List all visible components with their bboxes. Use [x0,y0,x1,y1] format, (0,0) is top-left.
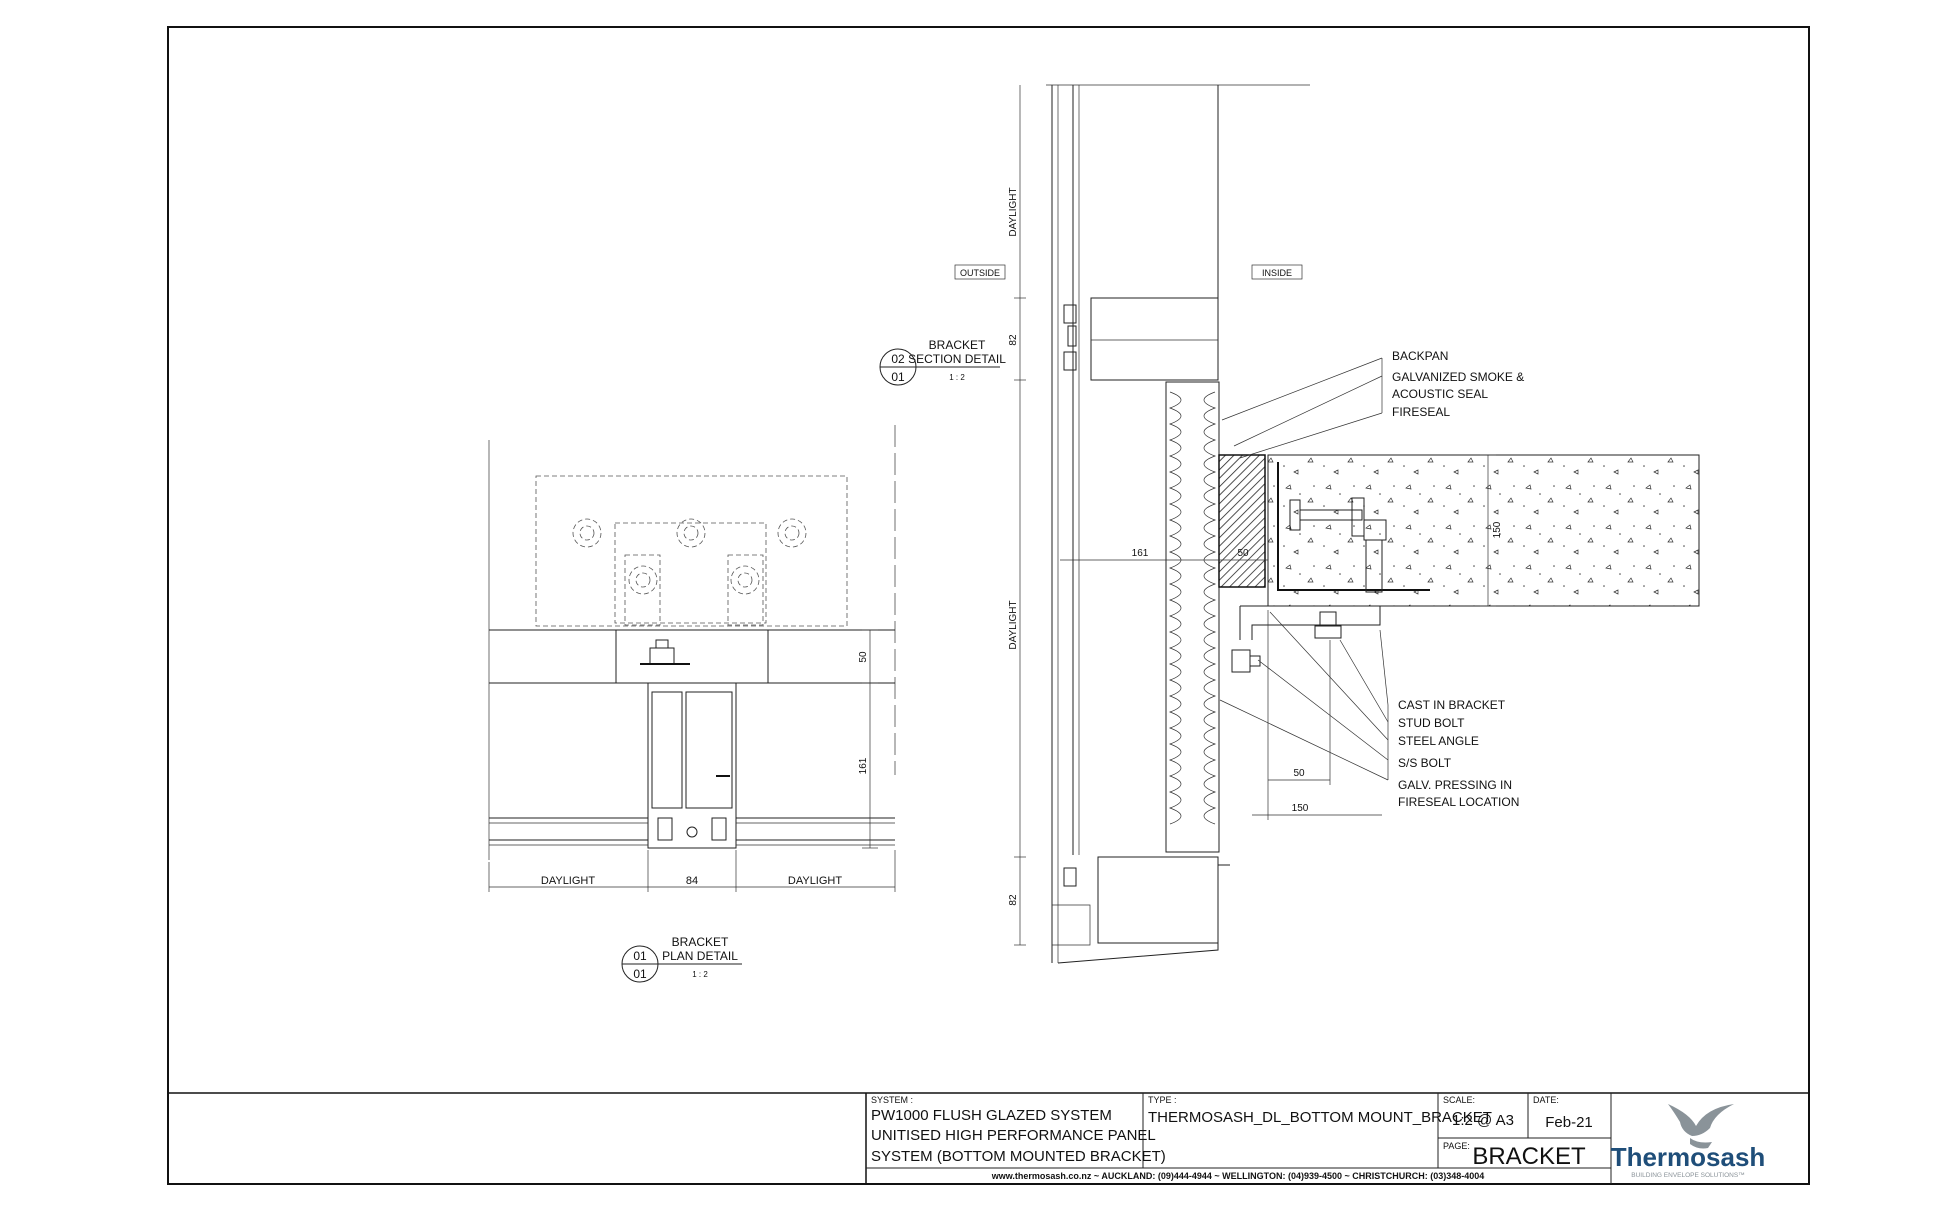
section-dim-82-top: 82 [1008,334,1019,346]
page-value: BRACKET [1472,1143,1586,1170]
section-dim-50b: 50 [1293,768,1305,779]
insulation [1168,391,1217,825]
scale-value: 1:2 @ A3 [1452,1112,1514,1129]
plan-detail: DAYLIGHT 84 DAYLIGHT 50 161 [488,425,896,892]
bird-logo-icon [1668,1104,1734,1149]
plan-scale: 1 : 2 [692,970,708,979]
section-dim-161: 161 [1132,548,1149,559]
plan-title-line1: BRACKET [672,935,729,949]
logo-name: Thermosash [1611,1142,1766,1172]
plan-dim-84: 84 [686,875,698,887]
section-dim-82-bot: 82 [1008,894,1019,906]
sheet-border [167,26,1810,1185]
outside-label: OUTSIDE [960,268,1000,278]
footer-contacts: www.thermosash.co.nz ~ AUCKLAND: (09)444… [991,1171,1485,1181]
system-line2: UNITISED HIGH PERFORMANCE PANEL [871,1127,1156,1144]
callout-cast-in: CAST IN BRACKET [1398,698,1506,712]
section-dim-daylight-top: DAYLIGHT [1008,187,1019,236]
section-ref-bottom: 01 [891,370,905,384]
plan-dim-daylight-left: DAYLIGHT [541,875,595,887]
type-label: TYPE : [1148,1095,1177,1105]
date-label: DATE: [1533,1095,1559,1105]
plan-dim-50: 50 [858,651,869,663]
type-value: THERMOSASH_DL_BOTTOM MOUNT_BRACKET [1148,1109,1492,1126]
plan-ref-top: 01 [633,949,647,963]
plan-dim-161: 161 [858,757,869,774]
plan-dim-daylight-right: DAYLIGHT [788,875,842,887]
section-title-line2: SECTION DETAIL [908,352,1006,366]
callout-galv-line2: FIRESEAL LOCATION [1398,795,1519,809]
callout-smoke-line2: ACOUSTIC SEAL [1392,387,1488,401]
section-scale: 1 : 2 [949,373,965,382]
plan-detail-title: 01 01 BRACKET PLAN DETAIL 1 : 2 [621,935,742,983]
concrete-slab [1267,454,1700,607]
system-line1: PW1000 FLUSH GLAZED SYSTEM [871,1107,1112,1124]
plan-title-line2: PLAN DETAIL [662,949,738,963]
logo-tagline: BUILDING ENVELOPE SOLUTIONS™ [1631,1172,1744,1179]
callout-ss-bolt: S/S BOLT [1398,756,1452,770]
inside-label: INSIDE [1262,268,1292,278]
callout-galv-line1: GALV. PRESSING IN [1398,778,1512,792]
system-line3: SYSTEM (BOTTOM MOUNTED BRACKET) [871,1148,1166,1165]
section-title-line1: BRACKET [929,338,986,352]
plan-ref-bottom: 01 [633,967,647,981]
callout-steel-angle: STEEL ANGLE [1398,734,1479,748]
callout-backpan: BACKPAN [1392,349,1448,363]
page-label: PAGE: [1443,1141,1470,1151]
section-detail: DAYLIGHT 82 DAYLIGHT 82 161 50 150 50 15… [954,84,1700,964]
section-dim-150-slab: 150 [1492,521,1503,538]
system-label: SYSTEM : [871,1095,913,1105]
title-block: SYSTEM : PW1000 FLUSH GLAZED SYSTEM UNIT… [168,1092,1809,1184]
section-dim-150b: 150 [1292,803,1309,814]
section-detail-title: 02 01 BRACKET SECTION DETAIL 1 : 2 [879,338,1006,386]
fireseal-block [1218,454,1266,588]
section-dim-50a: 50 [1237,548,1249,559]
callout-leaders [1219,357,1389,781]
callout-stud-bolt: STUD BOLT [1398,716,1465,730]
date-value: Feb-21 [1545,1114,1593,1131]
callout-smoke-line1: GALVANIZED SMOKE & [1392,370,1524,384]
scale-label: SCALE: [1443,1095,1475,1105]
section-ref-top: 02 [891,352,905,366]
section-dim-daylight-mid: DAYLIGHT [1008,600,1019,649]
callout-fireseal: FIRESEAL [1392,405,1450,419]
